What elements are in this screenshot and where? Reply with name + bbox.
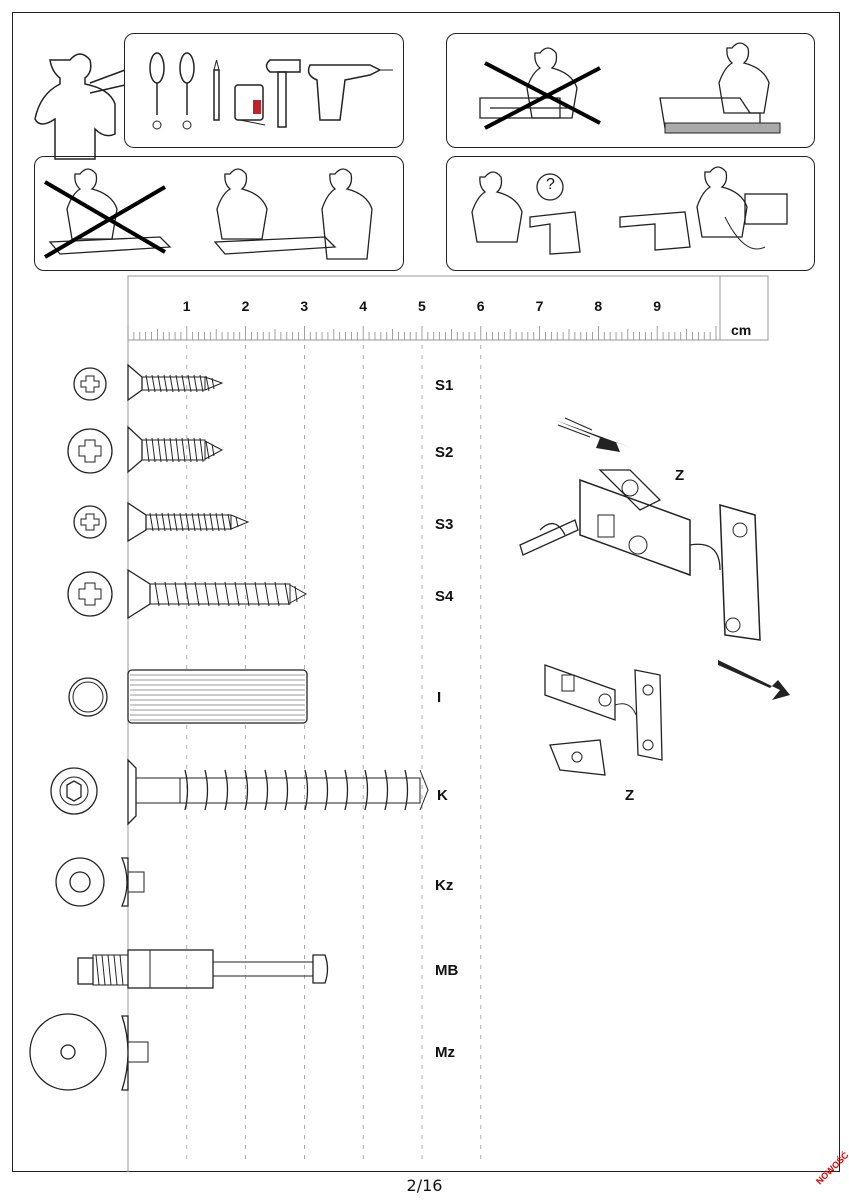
ruler-number: 2 [241,298,250,314]
phillips-head-icon [67,571,113,617]
hex-head-icon [50,767,98,815]
question-mark: ? [546,176,555,193]
cap-end-icon [29,1013,107,1091]
page-frame [12,12,840,1172]
screw-s2 [127,425,224,474]
pencil-icon [213,59,220,121]
surface-illustration [479,42,781,134]
part-label-s2: S2 [435,444,454,461]
part-label-s1: S1 [435,377,454,394]
ruler-number: 8 [594,298,603,314]
dowel-i [127,669,308,724]
two-person-illustration [43,168,373,260]
part-label-mz: Mz [435,1044,455,1061]
ruler-number: 6 [476,298,485,314]
ruler-number: 3 [300,298,309,314]
two-person-panel [34,156,404,271]
ruler-number: 9 [653,298,661,314]
screw-k [127,758,429,826]
person-figure-icon [213,168,373,260]
part-label-mb: MB [435,962,459,979]
question-bubble-icon [536,173,564,201]
drill-icon [307,64,393,121]
cap-kz [121,857,145,907]
tape-measure-icon [234,84,266,126]
phillips-head-icon [73,505,107,539]
phillips-head-icon [73,367,107,401]
surface-panel [446,33,815,148]
person-figure-icon [34,53,126,160]
person-figure-icon [471,171,581,255]
cap-mz [121,1015,149,1091]
bolt-mb [77,949,329,989]
ruler-unit: cm [731,322,752,338]
help-illustration [471,166,788,255]
screw-s4 [127,568,308,620]
part-label-s4: S4 [435,588,454,605]
part-label-s3: S3 [435,516,454,533]
person-figure-icon [216,168,268,240]
part-label-i: I [437,689,442,706]
ruler-number: 4 [359,298,367,314]
hinge-label-top: Z [675,467,685,484]
part-label-kz: Kz [435,877,454,894]
ruler-number: 1 [182,298,191,314]
ruler-number: 5 [418,298,426,314]
help-panel [446,156,815,271]
ruler-number: 7 [535,298,544,314]
cap-end-icon [55,857,105,907]
part-label-k: K [437,787,448,804]
screwdriver-phillips-icon [179,52,195,130]
tools-illustration [149,52,393,130]
hinge-z-top [519,417,790,700]
hinge-z-bottom [544,664,663,776]
tools-panel [124,33,404,148]
person-figure-icon [659,42,781,134]
ruler-ticks [127,326,717,340]
screw-s3 [127,501,250,543]
page-number: 2/16 [406,1176,443,1195]
hinge-label-bottom: Z [625,787,635,804]
dowel-end-icon [68,677,108,717]
ruler-guide-lines [186,345,482,1165]
hammer-icon [265,59,301,128]
person-figure-icon [619,166,788,251]
screw-s1 [127,363,224,402]
cross-icon [484,61,601,130]
screwdriver-flat-icon [149,52,165,130]
cross-icon [43,180,167,259]
phillips-head-icon [67,428,113,474]
